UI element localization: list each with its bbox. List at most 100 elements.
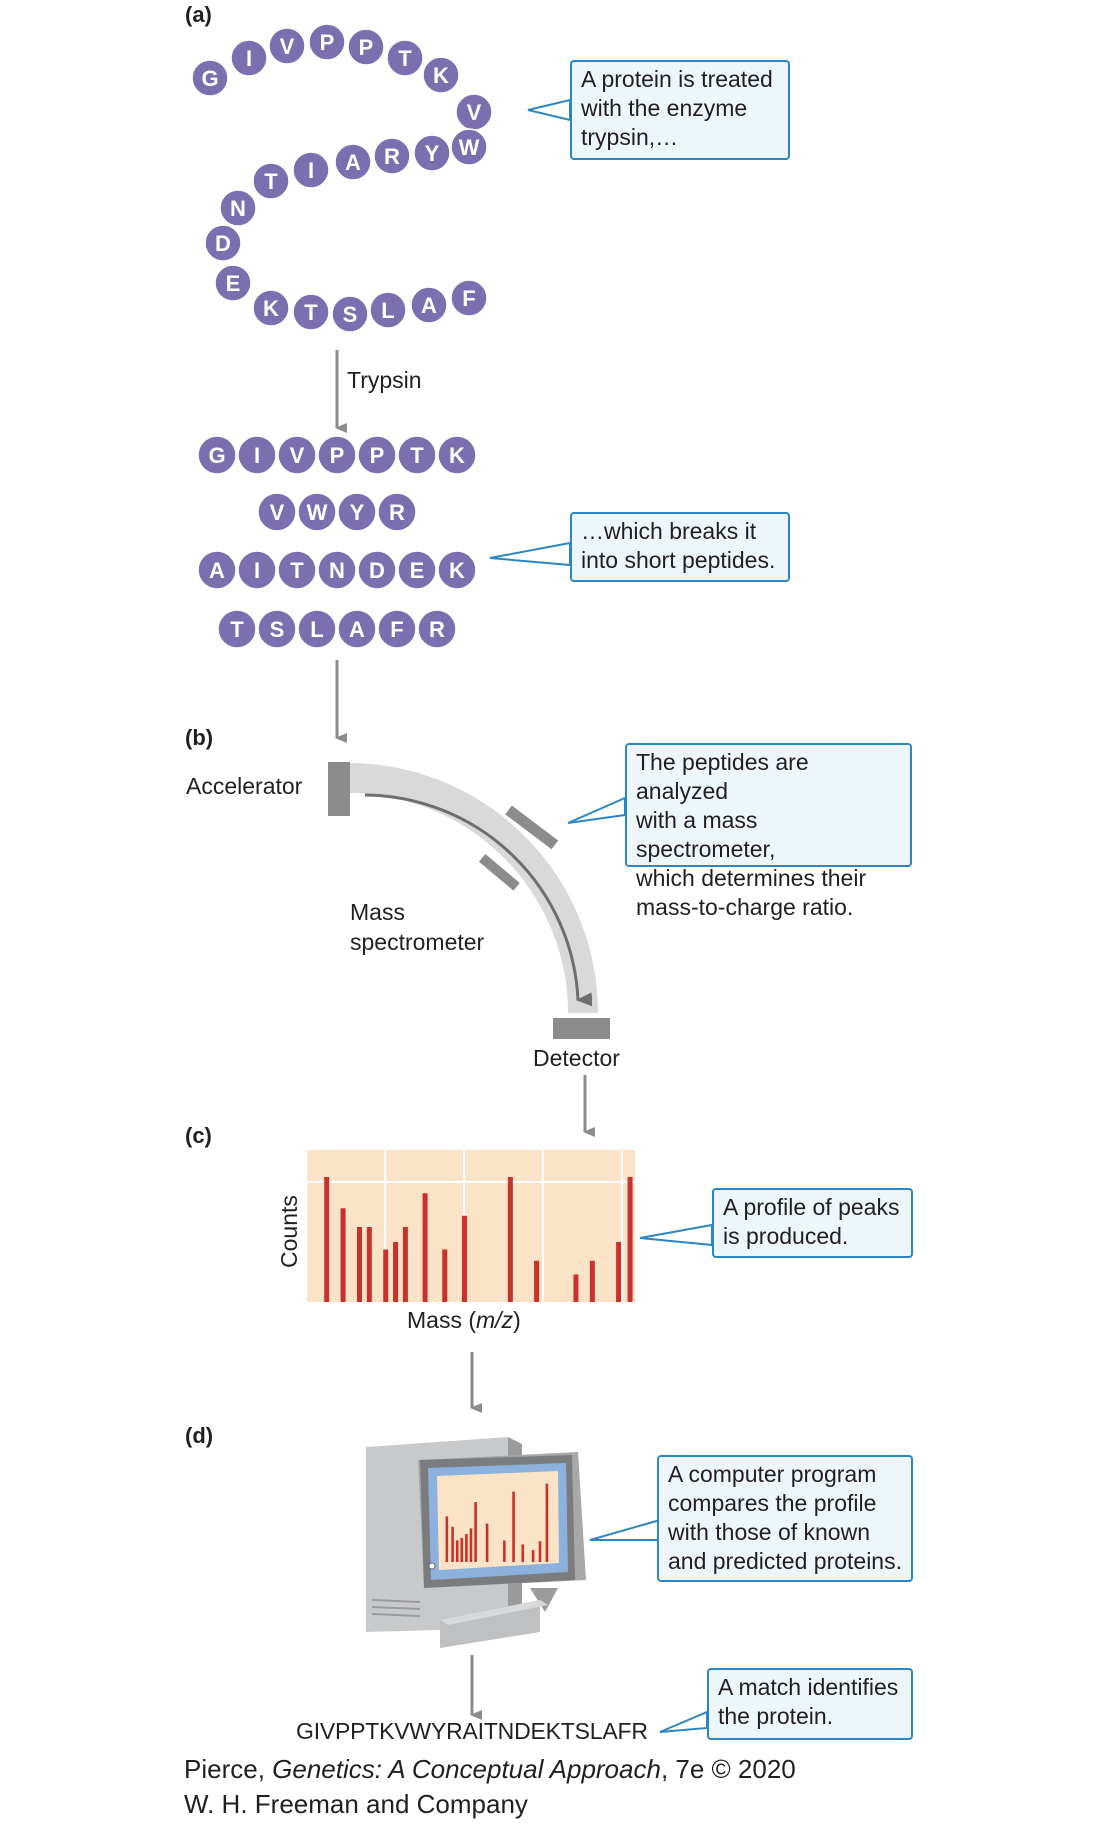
protein-sequence: GIVPPTKVWYRAITNDEKTSLAFR [296,1718,648,1744]
credit: Pierce, Genetics: A Conceptual Approach,… [184,1752,796,1822]
svg-text:T: T [264,169,278,194]
screen-peak [503,1540,506,1562]
svg-text:K: K [449,443,465,468]
spectrum-peak [340,1208,346,1302]
peptide-residue: K [437,435,477,475]
peptide-residue: R [417,609,457,649]
screen-peak [455,1540,459,1562]
peptide-residue: K [437,550,477,590]
svg-text:I: I [308,158,314,183]
callout-computer: A computer program compares the profile … [657,1455,913,1582]
screen-peak [538,1541,542,1562]
protein-residue: P [347,28,385,66]
protein-residue: K [422,56,460,94]
svg-text:R: R [429,617,445,642]
peptide-residue: A [337,609,377,649]
svg-text:A: A [421,293,437,318]
screen-peak [474,1502,477,1562]
screen-peak [451,1526,454,1562]
callout-peptides: …which breaks it into short peptides. [570,512,790,582]
peptide-residue: N [317,550,357,590]
svg-text:E: E [226,271,241,296]
svg-text:N: N [230,196,246,221]
screen-peak [531,1550,535,1562]
svg-text:K: K [449,558,465,583]
svg-text:I: I [254,558,260,583]
peptide-residue: P [357,435,397,475]
protein-residue: L [369,291,407,329]
chart-xlabel: Mass (m/z) [407,1307,521,1333]
power-light [428,1562,436,1570]
svg-text:P: P [370,443,385,468]
screen-peak [460,1538,464,1562]
svg-text:P: P [359,35,374,60]
peptide-residue: T [217,609,257,649]
svg-text:D: D [215,231,231,256]
accelerator-label: Accelerator [186,773,303,799]
svg-text:V: V [280,34,295,59]
protein-residue: P [308,23,346,61]
monitor-base [440,1600,540,1648]
spectrum-peak [366,1227,372,1302]
protein-residue: E [214,264,252,302]
peptide-residue: F [377,609,417,649]
peptide-residue: R [377,492,417,532]
screen-peak [512,1491,515,1562]
svg-text:E: E [410,558,425,583]
peptide-residue: D [357,550,397,590]
peptide-residue: T [397,435,437,475]
callout-trypsin: A protein is treated with the enzyme try… [570,60,790,160]
spectrum-peak [573,1274,579,1302]
svg-text:R: R [389,500,405,525]
svg-text:G: G [201,66,218,91]
callout-spectrometer: The peptides are analyzed with a mass sp… [625,743,912,920]
protein-residue: T [252,162,290,200]
chart-gridlines [307,1150,635,1302]
svg-text:R: R [384,144,400,169]
spectrum-peak [461,1215,467,1302]
peptide-residue: V [277,435,317,475]
mass-label-line2: spectrometer [350,929,485,955]
leader-match [659,1710,708,1733]
spectrum-peak [393,1242,399,1302]
svg-text:I: I [254,443,260,468]
ion-path [364,793,593,1007]
protein-residue: V [268,27,306,65]
protein-residue: D [204,224,242,262]
screen-peak [465,1534,468,1562]
svg-text:T: T [304,300,318,325]
leader-computer [589,1518,661,1541]
peptide-residue: W [297,492,337,532]
peptide-residue: G [197,435,237,475]
protein-residue: N [219,189,257,227]
spectrum-peak [627,1177,633,1302]
peptide-residue: P [317,435,357,475]
screen-peak [521,1544,525,1562]
svg-text:T: T [410,443,424,468]
screen-peak [485,1523,489,1562]
svg-text:F: F [390,617,403,642]
spectrum-peak [507,1177,513,1302]
mass-spectrometer [328,762,610,1039]
svg-text:L: L [381,298,394,323]
spectrum-chart [307,1150,635,1302]
monitor-neck [530,1588,558,1612]
spectrum-peak [589,1260,595,1302]
spectrum-peak [324,1177,330,1302]
peptide-residue: Y [337,492,377,532]
svg-text:A: A [349,617,365,642]
screen-peak [545,1483,549,1562]
panel-label-d: (d) [185,1423,213,1448]
svg-text:G: G [208,443,225,468]
mass-label-line1: Mass [350,899,405,925]
protein-residue: R [373,137,411,175]
chart-peaks [324,1177,633,1302]
screen-peak [469,1528,473,1562]
svg-text:S: S [343,302,358,327]
computer-icon [366,1437,586,1648]
svg-text:F: F [462,286,475,311]
svg-text:W: W [459,135,480,160]
